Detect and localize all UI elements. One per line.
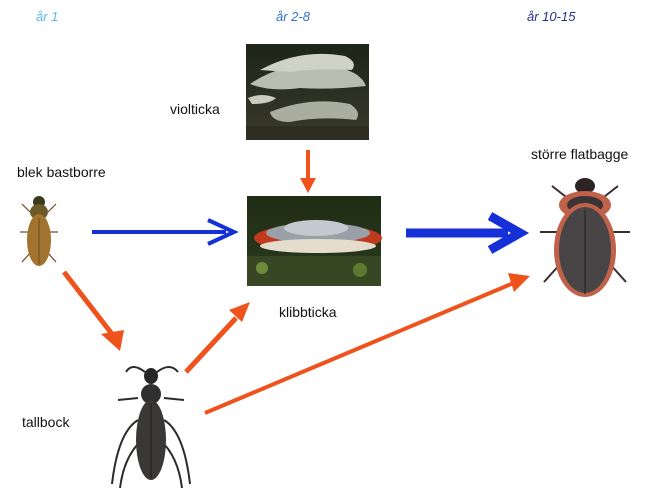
klibbticka-image: [247, 196, 382, 286]
arrow-klibbticka-to-flatbagge: [406, 216, 520, 250]
arrow-tallbock-to-flatbagge: [205, 273, 530, 413]
arrow-bastborre-to-klibbticka: [92, 220, 234, 244]
arrow-bastborre-to-tallbock: [64, 272, 124, 351]
blek-bastborre-image: [20, 196, 58, 266]
tallbock-image: [112, 367, 190, 488]
arrow-violticka-to-klibbticka: [300, 150, 316, 193]
arrow-tallbock-to-klibbticka: [186, 302, 250, 372]
storre-flatbagge-image: [540, 178, 630, 297]
violticka-image: [246, 44, 369, 140]
